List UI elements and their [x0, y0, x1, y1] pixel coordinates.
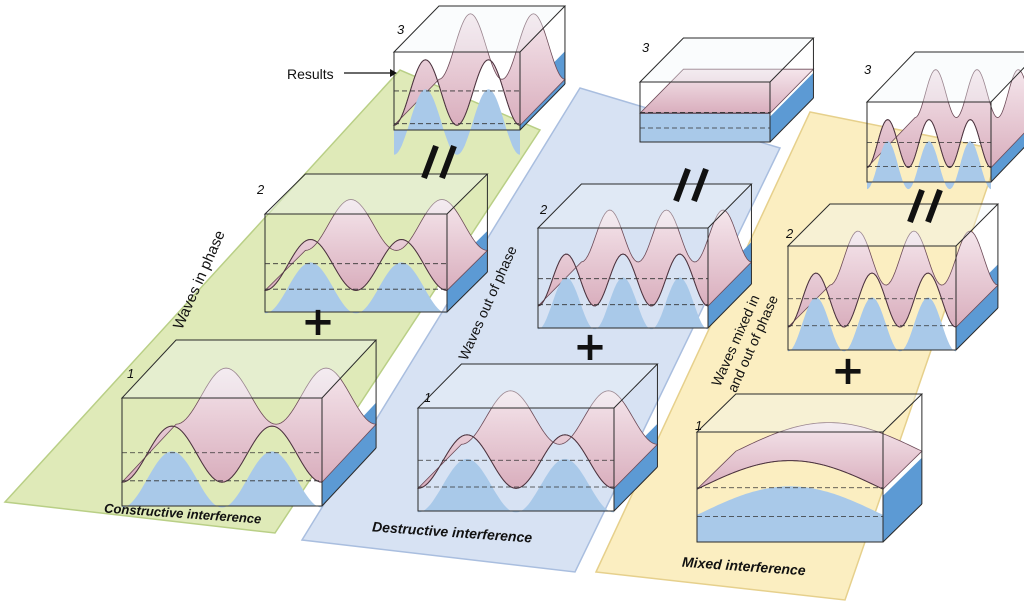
- equals-icon: [421, 144, 457, 180]
- constructive-box-1-number: 1: [127, 366, 135, 381]
- destructive-box-1-number: 1: [424, 390, 432, 405]
- constructive-box-2-number: 2: [257, 182, 265, 197]
- mixed-box-3-number: 3: [864, 62, 872, 77]
- mixed-box-3: [865, 51, 1024, 190]
- mixed-box-1-number: 1: [695, 418, 703, 433]
- constructive-box-3: [392, 5, 567, 155]
- mixed-box-1: [695, 393, 924, 543]
- plus-icon: +: [301, 299, 335, 345]
- plus-icon: +: [573, 324, 607, 370]
- equals-icon: [673, 167, 709, 203]
- constructive-box-2: [263, 173, 489, 314]
- plus-icon: +: [831, 348, 865, 394]
- equals-icon: [907, 188, 943, 224]
- constructive-box-1: [120, 339, 378, 508]
- destructive-box-3: [638, 37, 815, 143]
- mixed-box-2-number: 2: [786, 226, 794, 241]
- mixed-box-2: [786, 203, 1000, 352]
- destructive-box-1: [416, 363, 659, 513]
- constructive-box-3-number: 3: [397, 22, 405, 37]
- destructive-box-3-number: 3: [642, 40, 650, 55]
- results-label: Results: [287, 66, 334, 82]
- results-arrow-icon: [344, 69, 397, 77]
- destructive-box-2-number: 2: [540, 202, 548, 217]
